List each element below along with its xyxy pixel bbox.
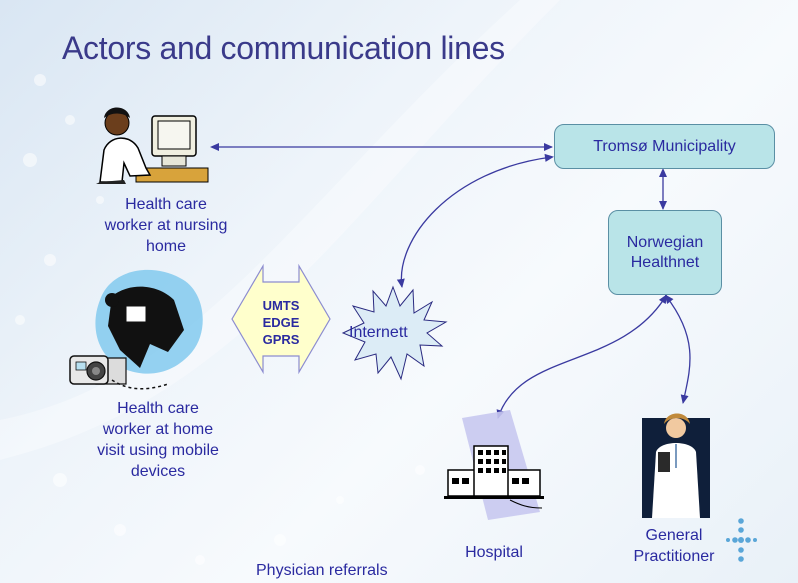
label-home-visit-line: Health care bbox=[117, 400, 199, 417]
internet-burst bbox=[341, 285, 448, 381]
mobile-worker-icon bbox=[69, 269, 203, 390]
label-home-visit-line: devices bbox=[130, 463, 186, 480]
label-gp-line: Practitioner bbox=[633, 548, 715, 565]
physician-referrals-note: Physician referrals bbox=[256, 562, 388, 579]
label-nursing-worker-line: Health care bbox=[125, 196, 207, 213]
arrow-healthnet-gp bbox=[664, 294, 691, 404]
label-nursing-worker: Health care worker at nursing home bbox=[96, 194, 236, 257]
label-home-visit-worker: Health care worker at home visit using m… bbox=[74, 398, 242, 482]
box-healthnet: Norwegian Healthnet bbox=[608, 210, 722, 295]
label-gp-line: General bbox=[645, 527, 703, 544]
label-nursing-worker-line: worker at nursing bbox=[104, 217, 228, 234]
connection-type: EDGE bbox=[262, 315, 300, 330]
label-home-visit-line: worker at home bbox=[102, 421, 214, 438]
label-general-practitioner: General Practitioner bbox=[618, 525, 730, 567]
hospital-icon bbox=[444, 410, 544, 520]
slide-title: Actors and communication lines bbox=[62, 30, 505, 66]
box-healthnet-label: Norwegian bbox=[626, 233, 704, 251]
internet-label: Internett bbox=[349, 324, 408, 341]
label-nursing-worker-line: home bbox=[145, 238, 187, 255]
arrow-municipality-internet bbox=[396, 153, 554, 288]
connection-type: UMTS bbox=[262, 298, 300, 313]
label-home-visit-line: visit using mobile bbox=[97, 442, 219, 459]
box-healthnet-label: Healthnet bbox=[630, 253, 700, 271]
logo-dots bbox=[726, 518, 757, 562]
box-municipality: Tromsø Municipality bbox=[554, 124, 775, 169]
connection-type: GPRS bbox=[262, 332, 300, 347]
label-hospital: Hospital bbox=[465, 544, 523, 561]
doctor-icon bbox=[642, 413, 710, 518]
connector-double-arrow bbox=[231, 263, 331, 375]
connection-types: UMTS EDGE GPRS bbox=[262, 297, 300, 348]
nursing-worker-icon bbox=[96, 107, 209, 184]
arrow-healthnet-hospital bbox=[496, 294, 668, 419]
box-municipality-label: Tromsø Municipality bbox=[593, 137, 736, 155]
